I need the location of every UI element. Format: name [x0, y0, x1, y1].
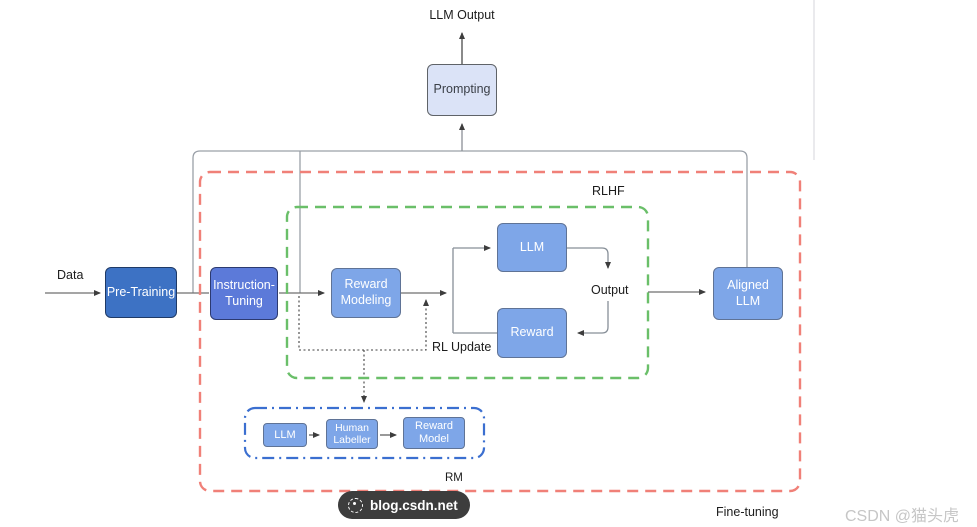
- rm-llm-node: LLM: [263, 423, 307, 447]
- rm-llm-label: LLM: [274, 428, 296, 441]
- output-label: Output: [591, 283, 629, 297]
- rl-update-label: RL Update: [432, 340, 492, 354]
- fine-tuning-region-label: Fine-tuning: [716, 505, 779, 519]
- rm-human-labeller-node: Human Labeller: [326, 419, 378, 449]
- reward-modeling-label: Reward Modeling: [340, 277, 392, 307]
- llm-node: LLM: [497, 223, 567, 272]
- csdn-blog-url: blog.csdn.net: [370, 497, 458, 513]
- prompting-label: Prompting: [433, 82, 491, 97]
- llm-label: LLM: [519, 239, 545, 254]
- pre-training-node: Pre-Training: [105, 267, 177, 318]
- reward-modeling-node: Reward Modeling: [331, 268, 401, 318]
- aligned-llm-label: Aligned LLM: [727, 277, 769, 308]
- dotted-feedback-lines: [298, 296, 429, 403]
- rl-loop-lines: [452, 245, 611, 336]
- csdn-blog-watermark[interactable]: blog.csdn.net: [338, 491, 470, 519]
- instruction-tuning-label: Instruction- Tuning: [213, 277, 275, 308]
- rm-region-label: RM: [445, 472, 463, 484]
- instruction-tuning-node: Instruction- Tuning: [210, 267, 278, 320]
- rlhf-region: [285, 205, 650, 380]
- csdn-author-watermark: CSDN @猫头虎: [845, 508, 960, 525]
- reward-node: Reward: [497, 308, 567, 358]
- reward-label: Reward: [510, 325, 554, 340]
- data-label: Data: [57, 268, 84, 282]
- rm-human-labeller-label: Human Labeller: [333, 421, 371, 446]
- rlhf-region-label: RLHF: [592, 184, 625, 198]
- aligned-llm-node: Aligned LLM: [713, 267, 783, 320]
- globe-icon: [348, 497, 363, 513]
- rm-region: [243, 406, 486, 460]
- main-flow-lines: [45, 289, 706, 296]
- prompting-node: Prompting: [427, 64, 497, 116]
- fine-tuning-region: [198, 170, 802, 493]
- rm-reward-model-node: Reward Model: [403, 417, 465, 449]
- pre-training-label: Pre-Training: [106, 284, 176, 299]
- llm-output-label: LLM Output: [429, 8, 495, 22]
- collector-lines: [192, 150, 748, 293]
- rm-reward-model-label: Reward Model: [415, 420, 453, 445]
